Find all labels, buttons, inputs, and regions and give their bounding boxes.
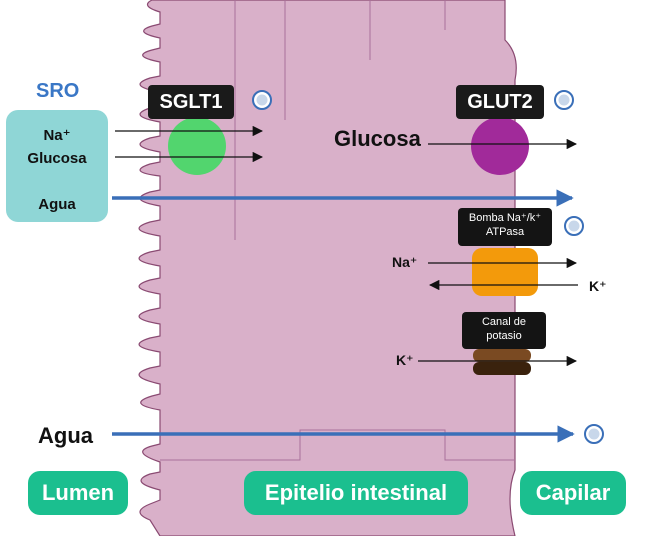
pump-tag-line1: Bomba Na⁺/k⁺ bbox=[468, 212, 542, 224]
lumen-region-label: Lumen bbox=[28, 471, 128, 515]
info-circle-icon[interactable] bbox=[564, 216, 584, 236]
pump-tag-line2: ATPasa bbox=[485, 226, 525, 238]
sglt1-transporter bbox=[168, 117, 226, 175]
sro-title: SRO bbox=[36, 80, 80, 102]
na-k-pump bbox=[472, 248, 538, 296]
sglt1-tag: SGLT1 bbox=[148, 85, 234, 119]
na-k-pump-tag: Bomba Na⁺/k⁺ ATPasa bbox=[458, 208, 552, 246]
channel-tag-line1: Canal de bbox=[481, 316, 527, 328]
sro-water-label: Agua bbox=[38, 196, 76, 213]
k-channel-label: K⁺ bbox=[396, 352, 414, 368]
water-label: Agua bbox=[38, 423, 93, 448]
k-channel-top bbox=[473, 349, 531, 362]
capillary-region-label: Capilar bbox=[520, 471, 626, 515]
k-out-label: K⁺ bbox=[589, 278, 607, 294]
na-label: Na⁺ bbox=[392, 254, 418, 270]
sro-glucose-label: Glucosa bbox=[27, 150, 87, 167]
info-circle-icon[interactable] bbox=[252, 90, 272, 110]
glucose-label: Glucosa bbox=[334, 126, 421, 151]
glut2-transporter bbox=[471, 117, 529, 175]
k-channel-tag: Canal de potasio bbox=[462, 312, 546, 349]
glut2-tag: GLUT2 bbox=[456, 85, 544, 119]
sro-na-label: Na⁺ bbox=[43, 127, 71, 144]
k-channel-bottom bbox=[473, 362, 531, 375]
epithelium-region-label: Epitelio intestinal bbox=[244, 471, 468, 515]
info-circle-icon[interactable] bbox=[584, 424, 604, 444]
sro-box: Na⁺ Glucosa Agua bbox=[6, 110, 108, 222]
info-circle-icon[interactable] bbox=[554, 90, 574, 110]
epithelium-fold bbox=[160, 0, 515, 461]
channel-tag-line2: potasio bbox=[486, 330, 522, 342]
epithelium-cell bbox=[138, 0, 517, 536]
